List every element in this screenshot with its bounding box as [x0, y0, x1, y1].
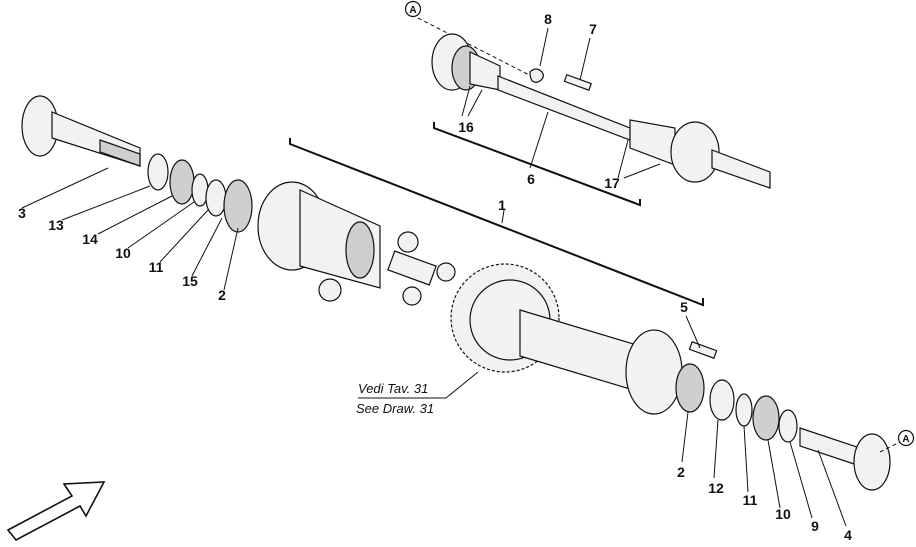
leader-note [445, 371, 479, 399]
spider-gear-top [397, 231, 419, 253]
callout-12: 12 [708, 480, 724, 496]
callout-2b: 2 [677, 464, 685, 480]
callout-5: 5 [680, 299, 688, 315]
callout-2a: 2 [218, 287, 226, 303]
flange-right [853, 433, 891, 491]
ring-11-right [735, 393, 753, 427]
bearing-2-right [675, 363, 705, 413]
note-line-1: Vedi Tav. 31 [358, 381, 428, 396]
callout-8: 8 [544, 11, 552, 27]
leader-11b [743, 425, 749, 493]
callout-9: 9 [811, 518, 819, 534]
bearing-14 [169, 159, 195, 205]
callout-1: 1 [498, 197, 506, 213]
ring-9 [778, 409, 798, 443]
marker-a-right: A [897, 429, 915, 447]
marker-a-right-label: A [902, 434, 909, 445]
marker-a-top-label: A [409, 5, 416, 16]
clamp-plate [529, 68, 544, 83]
bolt-5 [688, 341, 718, 359]
callout-11b: 11 [743, 492, 758, 508]
leader-17b [623, 163, 661, 179]
leader-4 [817, 449, 847, 527]
differential-housing [257, 181, 456, 306]
diff-plate [345, 221, 375, 279]
drive-shaft-assembly [417, 17, 771, 207]
leader-7 [579, 37, 591, 81]
ring-12 [709, 379, 735, 421]
callout-17: 17 [604, 175, 620, 191]
axis-line-right [879, 441, 901, 453]
marker-a-top: A [404, 0, 422, 18]
bearing-10-right [752, 395, 780, 441]
bracket-diff [289, 138, 704, 307]
shaft-tube [497, 75, 631, 141]
spider-gear-right [436, 262, 456, 282]
leader-3 [21, 167, 109, 209]
leader-6 [529, 111, 549, 169]
leader-10a [127, 201, 195, 249]
leader-1 [501, 209, 505, 224]
leader-5 [685, 315, 701, 349]
splines-left [99, 139, 141, 167]
spider-shaft [387, 250, 437, 286]
bearing-2-left [223, 179, 253, 233]
right-diff-case [519, 309, 718, 415]
callout-6: 6 [527, 171, 535, 187]
note-line-2: See Draw. 31 [356, 401, 434, 416]
callout-10a: 10 [115, 245, 131, 261]
right-output-shaft [799, 427, 901, 527]
callout-7: 7 [589, 21, 597, 37]
boot-right [629, 119, 676, 166]
leader-11a [159, 209, 209, 263]
callout-15: 15 [182, 273, 198, 289]
leader-14 [97, 195, 173, 235]
orientation-arrow-icon [6, 481, 106, 542]
diff-case-right [625, 329, 683, 415]
left-bearing-stack [61, 153, 253, 291]
splined-stub [711, 149, 771, 189]
leader-13 [61, 185, 151, 221]
callout-16: 16 [458, 119, 474, 135]
shaft-right [799, 427, 861, 467]
leader-15 [191, 217, 223, 277]
callout-3: 3 [18, 205, 26, 221]
leader-9 [789, 441, 813, 519]
axis-line-top [417, 17, 536, 79]
bolt-small [563, 73, 593, 91]
leader-16a [461, 85, 471, 117]
left-output-shaft [21, 95, 141, 209]
leader-17a [617, 139, 629, 179]
right-bearing-stack [675, 363, 813, 519]
bracket-shaft [433, 122, 641, 207]
leader-10b [767, 439, 781, 509]
marker-a-top-circle [404, 0, 422, 18]
spider-gear-left [318, 278, 342, 302]
callout-4: 4 [844, 527, 852, 543]
diff-clutch-pack-right [519, 309, 641, 393]
callout-13: 13 [48, 217, 64, 233]
marker-a-right-circle [897, 429, 915, 447]
callout-10b: 10 [775, 506, 791, 522]
leader-16b [467, 89, 483, 117]
callout-11a: 11 [149, 259, 164, 275]
callout-14: 14 [82, 231, 98, 247]
leader-2b [681, 411, 689, 463]
ring-11 [205, 179, 227, 217]
spider-gear-bottom [402, 286, 422, 306]
leader-8 [539, 27, 549, 67]
leader-12 [713, 419, 719, 479]
seal-13 [147, 153, 169, 191]
leader-2a [223, 227, 239, 291]
cv-joint-right [670, 121, 720, 183]
